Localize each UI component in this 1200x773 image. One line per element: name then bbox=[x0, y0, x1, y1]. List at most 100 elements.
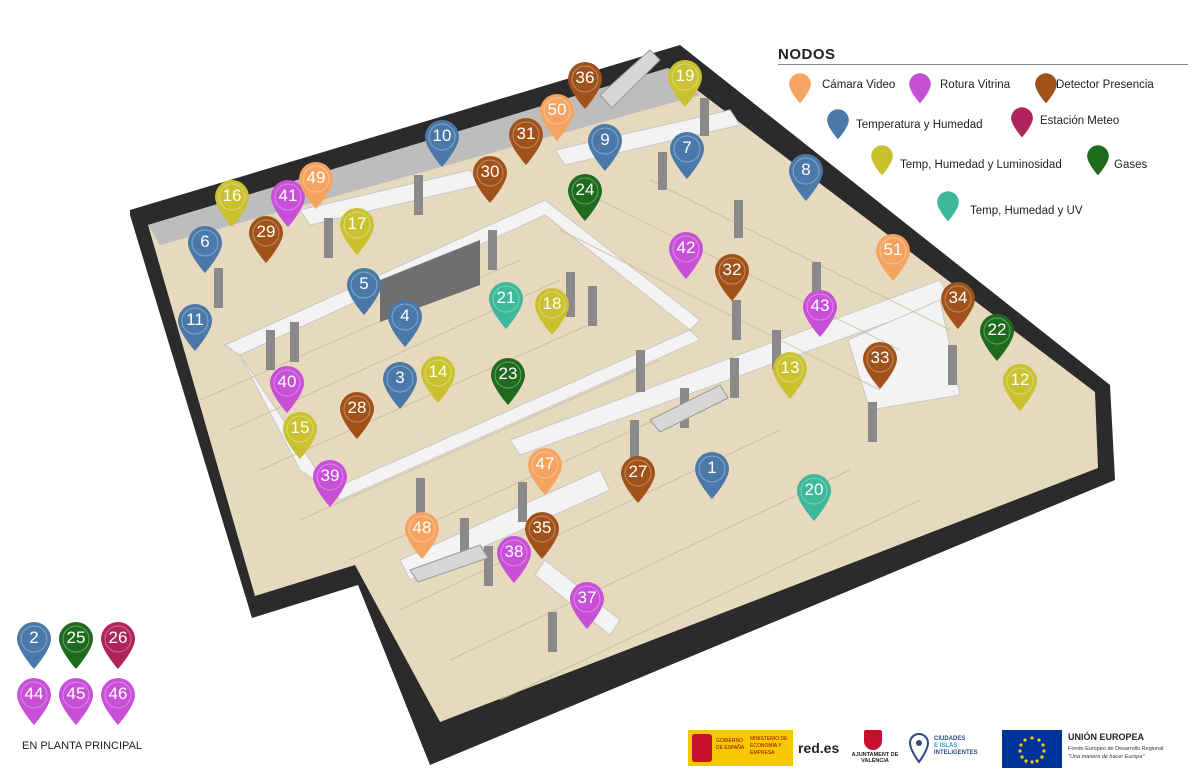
node-pin-12[interactable]: 12 bbox=[1000, 362, 1040, 412]
node-pin-28[interactable]: 28 bbox=[337, 390, 377, 440]
ciudades-logo: CIUDADES E ISLAS INTELIGENTES bbox=[908, 730, 1000, 766]
node-number: 20 bbox=[804, 480, 824, 499]
node-pin-21[interactable]: 21 bbox=[486, 280, 526, 330]
legend-label: Temp, Humedad y UV bbox=[970, 205, 1083, 217]
node-pin-44[interactable]: 44 bbox=[14, 676, 54, 726]
coat-of-arms-icon bbox=[692, 734, 712, 762]
node-number: 49 bbox=[306, 168, 326, 187]
node-pin-34[interactable]: 34 bbox=[938, 280, 978, 330]
legend-label: Temp, Humedad y Luminosidad bbox=[900, 159, 1062, 171]
node-number: 15 bbox=[290, 418, 310, 437]
crest-icon bbox=[864, 730, 882, 750]
node-pin-19[interactable]: 19 bbox=[665, 58, 705, 108]
node-number: 24 bbox=[575, 180, 595, 199]
map-marker-icon bbox=[803, 290, 837, 337]
node-pin-15[interactable]: 15 bbox=[280, 410, 320, 460]
orange-pin-icon bbox=[787, 72, 813, 109]
map-marker-icon bbox=[491, 358, 525, 405]
node-pin-22[interactable]: 22 bbox=[977, 312, 1017, 362]
node-number: 39 bbox=[320, 466, 340, 485]
eu-fund: Fondo Europeo de Desarrollo Regional bbox=[1068, 746, 1164, 752]
node-pin-25[interactable]: 25 bbox=[56, 620, 96, 670]
node-pin-20[interactable]: 20 bbox=[794, 472, 834, 522]
node-pin-48[interactable]: 48 bbox=[402, 510, 442, 560]
eu-title: UNIÓN EUROPEA bbox=[1068, 732, 1145, 742]
node-pin-4[interactable]: 4 bbox=[385, 298, 425, 348]
node-pin-39[interactable]: 39 bbox=[310, 458, 350, 508]
node-pin-51[interactable]: 51 bbox=[873, 232, 913, 282]
node-pin-16[interactable]: 16 bbox=[212, 178, 252, 228]
node-pin-32[interactable]: 32 bbox=[712, 252, 752, 302]
node-pin-2[interactable]: 2 bbox=[14, 620, 54, 670]
node-pin-42[interactable]: 42 bbox=[666, 230, 706, 280]
node-pin-24[interactable]: 24 bbox=[565, 172, 605, 222]
node-number: 46 bbox=[108, 684, 128, 703]
node-pin-27[interactable]: 27 bbox=[618, 454, 658, 504]
legend-label: Cámara Video bbox=[822, 79, 896, 91]
node-number: 30 bbox=[480, 162, 500, 181]
node-number: 40 bbox=[277, 372, 297, 391]
node-number: 47 bbox=[535, 454, 555, 473]
node-pin-47[interactable]: 47 bbox=[525, 446, 565, 496]
node-pin-38[interactable]: 38 bbox=[494, 534, 534, 584]
node-pin-5[interactable]: 5 bbox=[344, 266, 384, 316]
node-number: 16 bbox=[222, 186, 242, 205]
node-pin-26[interactable]: 26 bbox=[98, 620, 138, 670]
node-number: 8 bbox=[801, 160, 811, 179]
node-pin-35[interactable]: 35 bbox=[522, 510, 562, 560]
node-number: 43 bbox=[810, 296, 830, 315]
node-pin-23[interactable]: 23 bbox=[488, 356, 528, 406]
node-pin-14[interactable]: 14 bbox=[418, 354, 458, 404]
node-pin-33[interactable]: 33 bbox=[860, 340, 900, 390]
node-pin-11[interactable]: 11 bbox=[175, 302, 215, 352]
map-marker-icon bbox=[59, 678, 93, 725]
yellow-pin-icon bbox=[869, 144, 895, 181]
node-pin-29[interactable]: 29 bbox=[246, 214, 286, 264]
spain-gov-logo: GOBIERNO DE ESPAÑA MINISTERIO DE ECONOMÍ… bbox=[688, 730, 793, 766]
eu-logo: UNIÓN EUROPEA Fondo Europeo de Desarroll… bbox=[1002, 730, 1192, 768]
map-marker-icon bbox=[509, 118, 543, 165]
stairs bbox=[409, 49, 729, 583]
node-number: 6 bbox=[200, 232, 210, 251]
node-pin-6[interactable]: 6 bbox=[185, 224, 225, 274]
map-marker-icon bbox=[669, 232, 703, 279]
node-pin-49[interactable]: 49 bbox=[296, 160, 336, 210]
node-pin-13[interactable]: 13 bbox=[770, 350, 810, 400]
node-number: 23 bbox=[498, 364, 518, 383]
node-number: 25 bbox=[66, 628, 86, 647]
node-pin-50[interactable]: 50 bbox=[537, 92, 577, 142]
node-number: 50 bbox=[547, 100, 567, 119]
location-pin-icon bbox=[908, 733, 930, 764]
node-pin-37[interactable]: 37 bbox=[567, 580, 607, 630]
node-pin-10[interactable]: 10 bbox=[422, 118, 462, 168]
node-pin-9[interactable]: 9 bbox=[585, 122, 625, 172]
node-pin-41[interactable]: 41 bbox=[268, 178, 308, 228]
node-pin-1[interactable]: 1 bbox=[692, 450, 732, 500]
map-marker-icon bbox=[670, 132, 704, 179]
map-marker-icon bbox=[421, 356, 455, 403]
map-marker-icon bbox=[568, 174, 602, 221]
node-pin-46[interactable]: 46 bbox=[98, 676, 138, 726]
node-pin-43[interactable]: 43 bbox=[800, 288, 840, 338]
node-pin-45[interactable]: 45 bbox=[56, 676, 96, 726]
legend-label: Temperatura y Humedad bbox=[856, 119, 983, 131]
legend-label: Detector Presencia bbox=[1056, 79, 1154, 91]
node-number: 18 bbox=[542, 294, 562, 313]
node-number: 12 bbox=[1010, 370, 1030, 389]
node-pin-40[interactable]: 40 bbox=[267, 364, 307, 414]
node-number: 13 bbox=[780, 358, 800, 377]
node-pin-7[interactable]: 7 bbox=[667, 130, 707, 180]
node-pin-3[interactable]: 3 bbox=[380, 360, 420, 410]
node-number: 45 bbox=[66, 684, 86, 703]
node-pin-8[interactable]: 8 bbox=[786, 152, 826, 202]
node-number: 29 bbox=[256, 222, 276, 241]
node-pin-18[interactable]: 18 bbox=[532, 286, 572, 336]
node-pin-17[interactable]: 17 bbox=[337, 206, 377, 256]
map-marker-icon bbox=[621, 456, 655, 503]
node-pin-31[interactable]: 31 bbox=[506, 116, 546, 166]
node-number: 41 bbox=[278, 186, 298, 205]
node-pin-30[interactable]: 30 bbox=[470, 154, 510, 204]
node-pin-36[interactable]: 36 bbox=[565, 60, 605, 110]
